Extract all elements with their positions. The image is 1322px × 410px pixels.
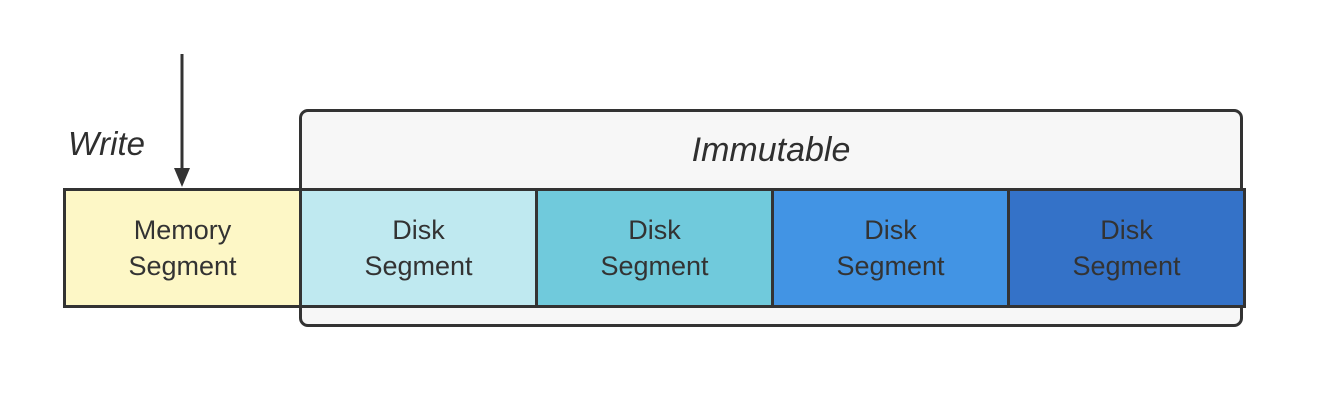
segment-label-line1: Disk: [1100, 215, 1153, 245]
memory-segment: Memory Segment: [63, 188, 302, 308]
segment-row: Memory Segment Disk Segment Disk Segment…: [63, 188, 1246, 308]
segment-label-line1: Memory: [133, 215, 232, 245]
write-label: Write: [68, 125, 145, 162]
segment-label-line1: Disk: [864, 215, 917, 245]
segment-label-line2: Segment: [128, 251, 237, 281]
disk-segment: Disk Segment: [535, 188, 774, 308]
disk-segment: Disk Segment: [299, 188, 538, 308]
disk-segment: Disk Segment: [771, 188, 1010, 308]
segment-label-line1: Disk: [628, 215, 681, 245]
segment-label-line1: Disk: [392, 215, 445, 245]
segment-label-line2: Segment: [364, 251, 473, 281]
segment-label-line2: Segment: [836, 251, 945, 281]
immutable-label: Immutable: [691, 131, 851, 169]
write-arrow-icon: [174, 54, 190, 187]
segment-label-line2: Segment: [600, 251, 709, 281]
disk-segment: Disk Segment: [1007, 188, 1246, 308]
segment-label-line2: Segment: [1072, 251, 1181, 281]
